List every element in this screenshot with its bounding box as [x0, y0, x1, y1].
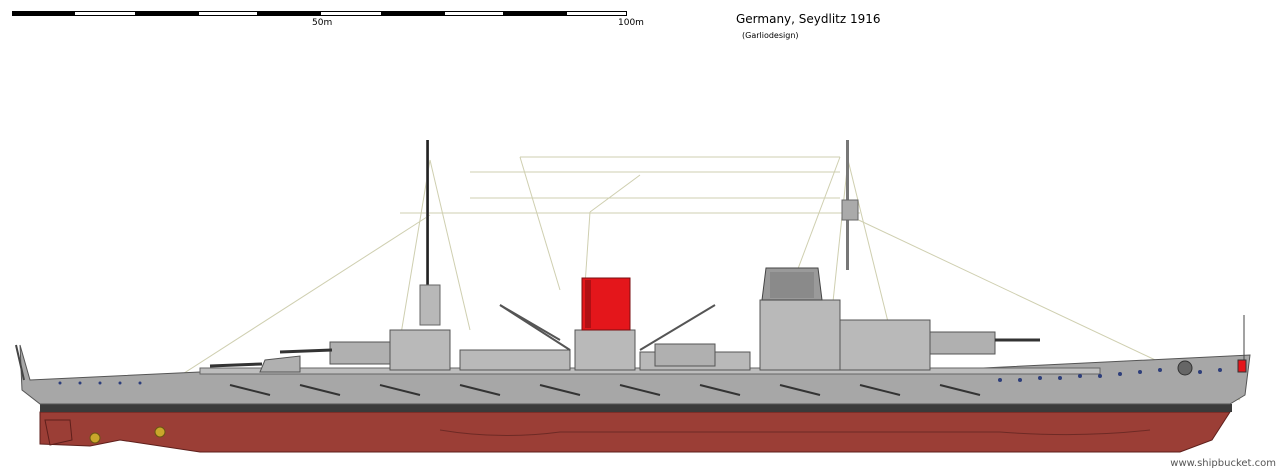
scale-bar: 50m 100m: [0, 0, 644, 40]
rudder: [44, 419, 73, 446]
page-subtitle: (Garliodesign): [742, 31, 799, 40]
fore-mast: [419, 140, 441, 326]
portholes: [58, 368, 1222, 385]
boat-cranes: [499, 304, 716, 351]
main-mast: [841, 140, 859, 270]
scale-label-end: 100m: [618, 18, 644, 28]
casemate-guns: [229, 384, 981, 396]
ensign: [1237, 359, 1247, 373]
boot-topping: [40, 404, 1232, 412]
turret-guns: [209, 338, 1040, 368]
page-title: Germany, Seydlitz 1916: [736, 12, 881, 26]
turrets: [259, 331, 996, 373]
credit-watermark: www.shipbucket.com: [1170, 458, 1276, 469]
scale-label-mid: 50m: [312, 18, 333, 28]
anchor: [1177, 360, 1193, 376]
scale-bar-graphic: [12, 11, 627, 16]
propellers: [89, 426, 166, 444]
